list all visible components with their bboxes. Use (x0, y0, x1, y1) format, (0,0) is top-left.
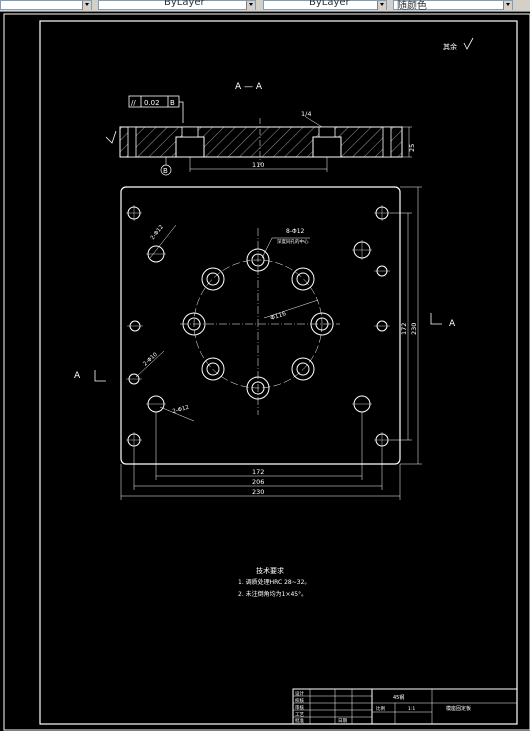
color-dropdown-value: ByLayer (164, 0, 205, 8)
title-block-r3c1: 审核 (295, 704, 304, 711)
tolerance-datum: B (170, 99, 175, 107)
roughness-symbol-icon (463, 37, 474, 50)
dim-w230: 230 (252, 488, 264, 496)
label-hole-pattern-diameter: Φ116 (269, 310, 287, 322)
edge-hole (352, 395, 372, 413)
chevron-down-icon[interactable] (82, 1, 91, 10)
edge-hole (374, 320, 390, 332)
edge-hole (146, 395, 166, 413)
section-marker-left: A (74, 370, 106, 382)
plan-view: 8-Φ12 深度同孔的中心 Φ116 2-Φ12 2-Φ10 2-Φ12 (120, 186, 401, 465)
sheet-inner-border (39, 20, 518, 725)
tech-req-item-1: 1. 调质处理HRC 28~32。 (238, 578, 310, 586)
edge-hole (374, 432, 390, 448)
label-edge-holes-bottom: 2-Φ12 (172, 405, 190, 415)
drawing-canvas[interactable]: A — A 其余 // 0.02 B 25 110 (0, 12, 530, 731)
layer-dropdown[interactable] (0, 0, 92, 10)
tolerance-value: 0.02 (144, 99, 160, 107)
title-block-part-name: 模座固定板 (446, 705, 471, 712)
datum-marker-label: B (163, 167, 168, 175)
edge-hole (126, 205, 142, 221)
section-marker-left-label: A (74, 371, 81, 381)
title-block-r4c1: 工艺 (295, 712, 304, 718)
section-marker-right-label: A (449, 319, 456, 329)
title-block-r2c1: 校核 (295, 697, 304, 704)
pattern-hole (201, 267, 225, 291)
chevron-down-icon[interactable] (246, 1, 255, 10)
horizontal-dimensions: 172 206 230 (120, 412, 401, 500)
label-pattern-holes-note: 深度同孔的中心 (277, 238, 309, 245)
chevron-down-icon[interactable] (377, 1, 386, 10)
linetype-dropdown[interactable]: ByLayer (263, 0, 387, 10)
dim-inner-width: 110 (252, 161, 264, 169)
roughness-symbol-icon (105, 130, 117, 144)
dim-h230: 230 (410, 323, 418, 335)
dim-chamfer: 1/4 (301, 110, 311, 118)
pattern-hole (201, 357, 225, 381)
pattern-hole (310, 312, 334, 336)
toolbar: ByLayer ByLayer 随颜色 (0, 0, 530, 12)
title-block-scale-value: 1:1 (408, 706, 415, 712)
lineweight-dropdown-value: 随颜色 (397, 1, 427, 12)
title-block-r1c1: 设计 (295, 690, 304, 697)
sheet-outer-border (3, 13, 530, 731)
dim-thickness: 25 (408, 144, 416, 152)
edge-hole (374, 265, 390, 277)
dim-w172: 172 (252, 468, 264, 476)
label-edge-holes-top: 2-Φ12 (150, 224, 165, 241)
pattern-hole (291, 267, 315, 291)
chevron-down-icon[interactable] (503, 1, 512, 10)
color-dropdown[interactable]: ByLayer (98, 0, 256, 10)
pattern-hole (291, 357, 315, 381)
section-view: 25 110 1/4 (105, 110, 416, 172)
title-block: 设计 校核 审核 工艺 批准 日期 45钢 比例 1:1 模座固定板 (292, 688, 518, 725)
label-pattern-holes: 8-Φ12 (286, 228, 305, 235)
edge-hole (146, 245, 166, 263)
datum-marker: B (160, 157, 172, 176)
title-block-r5c1: 批准 (295, 717, 304, 724)
pattern-hole (246, 248, 270, 272)
dim-h172: 172 (400, 323, 408, 335)
edge-hole (126, 373, 142, 385)
edge-hole (374, 205, 390, 221)
tech-req-title: 技术要求 (256, 566, 284, 575)
dim-w206: 206 (252, 478, 264, 486)
section-title: A — A (235, 82, 263, 92)
edge-hole (352, 240, 372, 260)
tolerance-frame: // 0.02 B (128, 95, 184, 123)
section-marker-right: A (430, 313, 456, 329)
vertical-dimensions: 172 230 (390, 186, 422, 465)
technical-requirements: 技术要求 1. 调质处理HRC 28~32。 2. 未注倒角均为1×45°。 (238, 566, 310, 598)
label-edge-holes-left: 2-Φ10 (142, 351, 159, 367)
pattern-hole (246, 376, 270, 400)
lineweight-dropdown[interactable]: 随颜色 (393, 0, 513, 12)
edge-hole (127, 320, 143, 332)
tolerance-symbol: // (131, 99, 136, 107)
tech-req-item-2: 2. 未注倒角均为1×45°。 (238, 590, 307, 598)
pattern-hole (182, 312, 206, 336)
title-block-r5c2: 日期 (338, 718, 347, 724)
title-block-material: 45钢 (393, 694, 404, 701)
edge-hole (126, 432, 142, 448)
title-block-scale-label: 比例 (376, 705, 385, 712)
linetype-dropdown-value: ByLayer (309, 0, 350, 8)
roughness-note: 其余 (443, 42, 457, 51)
